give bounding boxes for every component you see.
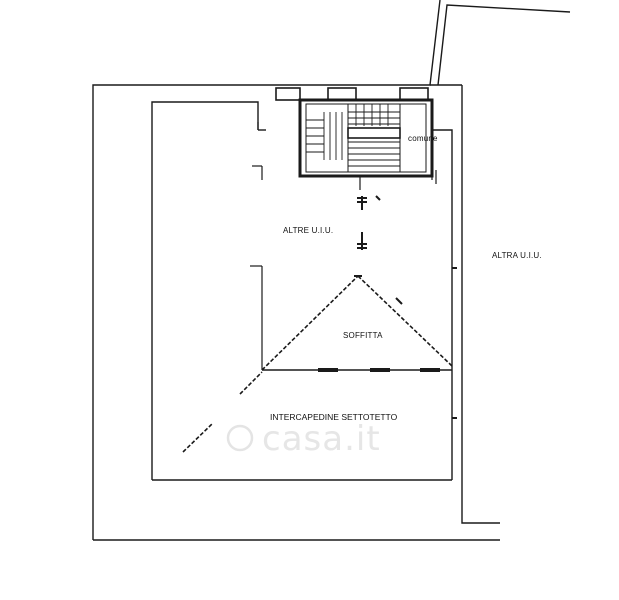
chimneys	[275, 87, 429, 101]
label-intercapedine: INTERCAPEDINE SETTOTETTO	[270, 412, 398, 422]
staircase-core	[298, 98, 434, 178]
stair-treads	[348, 104, 400, 167]
core-outer-wall	[298, 98, 434, 178]
corridor-walls	[250, 122, 437, 370]
attic-boundary	[151, 101, 453, 481]
watermark-text: casa.it	[262, 419, 381, 459]
site-boundary	[92, 0, 571, 541]
stair-landing	[347, 127, 401, 139]
chimney-3	[399, 87, 429, 101]
label-comune: comune	[408, 134, 438, 143]
casa-watermark: casa.it	[226, 419, 381, 459]
chimney-2	[327, 87, 357, 101]
roof-beams	[318, 368, 440, 372]
stair-side-treads	[306, 112, 343, 160]
watermark-logo-icon	[226, 424, 254, 452]
label-soffitta: SOFFITTA	[343, 331, 383, 340]
label-altre-uiu: ALTRE U.I.U.	[283, 226, 333, 235]
chimney-1	[275, 87, 301, 101]
label-altra-uiu: ALTRA U.I.U.	[492, 251, 542, 260]
wall-marks	[357, 195, 457, 419]
